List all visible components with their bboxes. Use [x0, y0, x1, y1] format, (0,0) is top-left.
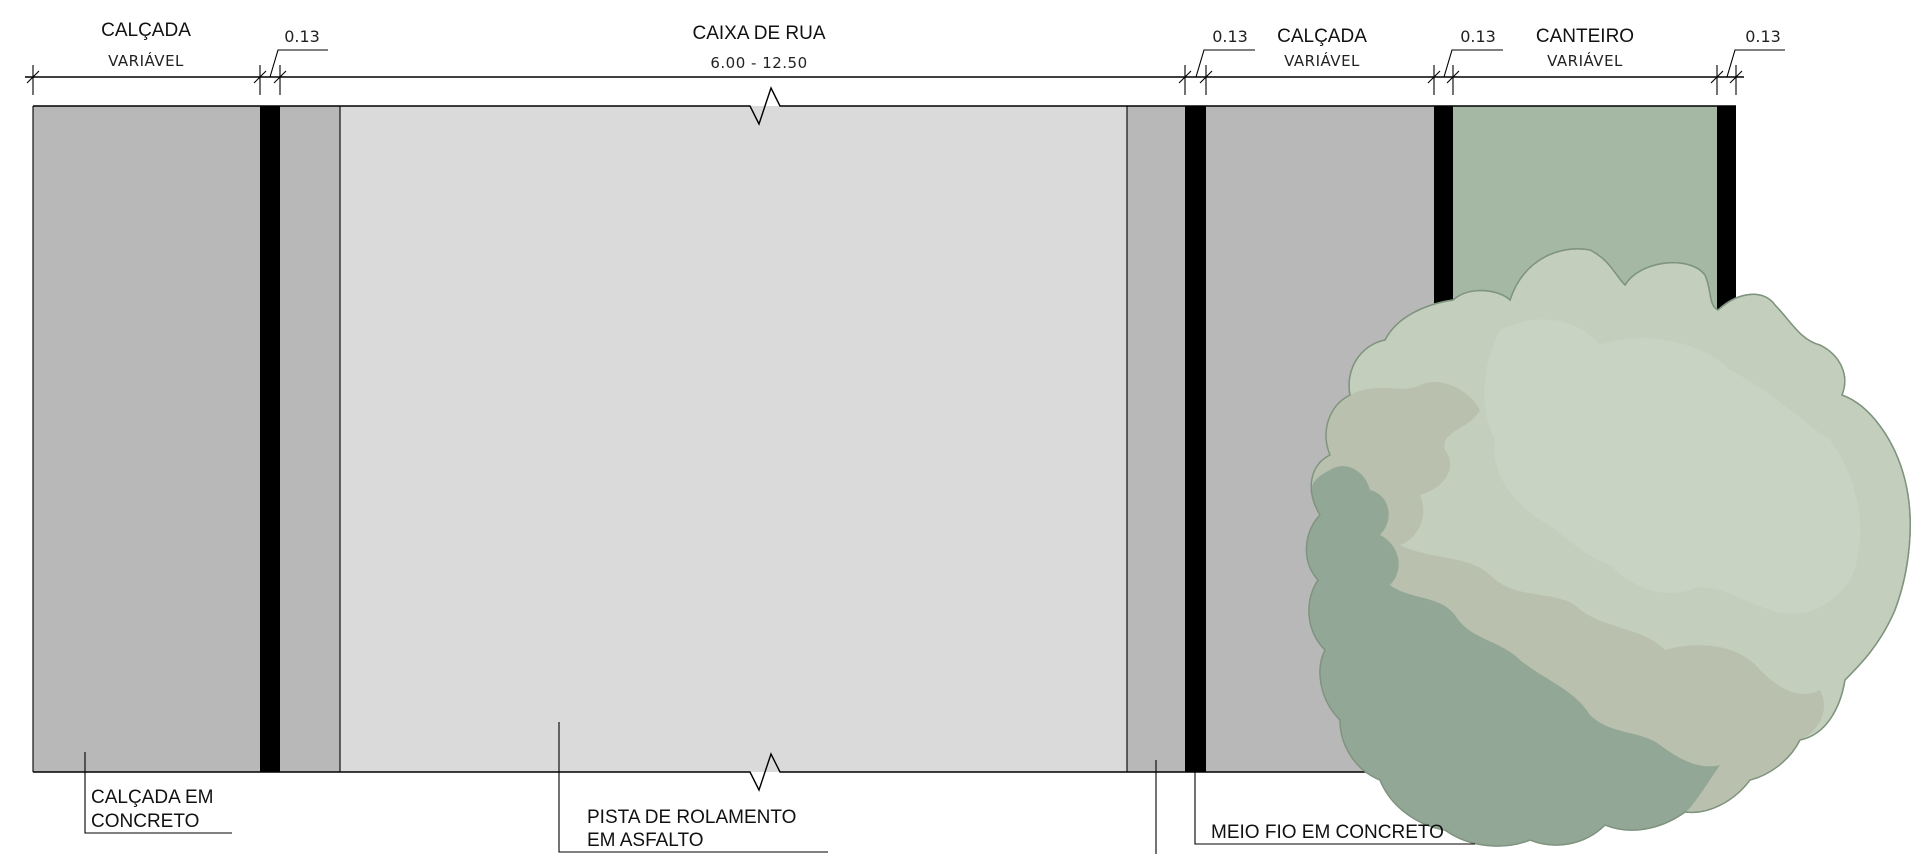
- bottom-break-line: [33, 752, 1736, 792]
- dim-calcada-right-value: VARIÁVEL: [1284, 51, 1360, 70]
- top-break-line: [33, 86, 1736, 126]
- road-asphalt: [340, 106, 1127, 772]
- dim-calcada-left-title: CALÇADA: [101, 20, 191, 41]
- canopy-outline: [1305, 248, 1911, 847]
- tree-canopy: [1305, 248, 1911, 847]
- dimension-line: [25, 49, 1785, 95]
- dim-curb-4-value: 0.13: [1745, 27, 1781, 46]
- right-curb: [1185, 106, 1206, 772]
- callout-calcada-line1: CALÇADA EM: [91, 787, 213, 808]
- dim-canteiro-value: VARIÁVEL: [1547, 51, 1623, 70]
- dim-calcada-right-title: CALÇADA: [1277, 26, 1367, 47]
- callout-pista-line2: EM ASFALTO: [587, 830, 704, 851]
- dim-curb-3-value: 0.13: [1460, 27, 1496, 46]
- dim-caixa-rua-value: 6.00 - 12.50: [710, 54, 807, 72]
- dimension-labels: CALÇADA VARIÁVEL 0.13 CAIXA DE RUA 6.00 …: [101, 20, 1781, 72]
- callout-pista-line1: PISTA DE ROLAMENTO: [587, 807, 796, 828]
- dim-curb-2-value: 0.13: [1212, 27, 1248, 46]
- callout-meio-fio: MEIO FIO EM CONCRETO: [1211, 822, 1444, 843]
- left-curb: [260, 106, 280, 772]
- canopy-dark-patch: [1306, 466, 1720, 846]
- dim-caixa-rua-title: CAIXA DE RUA: [692, 23, 825, 44]
- callout-calcada-line2: CONCRETO: [91, 811, 199, 832]
- dim-canteiro-title: CANTEIRO: [1536, 26, 1634, 47]
- dim-curb-1-value: 0.13: [284, 27, 320, 46]
- canopy-light-patch: [1484, 319, 1861, 614]
- left-gutter: [280, 106, 340, 772]
- right-gutter: [1127, 106, 1185, 772]
- callouts: CALÇADA EM CONCRETO PISTA DE ROLAMENTO E…: [84, 722, 1475, 854]
- dim-calcada-left-value: VARIÁVEL: [108, 51, 184, 70]
- left-sidewalk: [33, 106, 260, 772]
